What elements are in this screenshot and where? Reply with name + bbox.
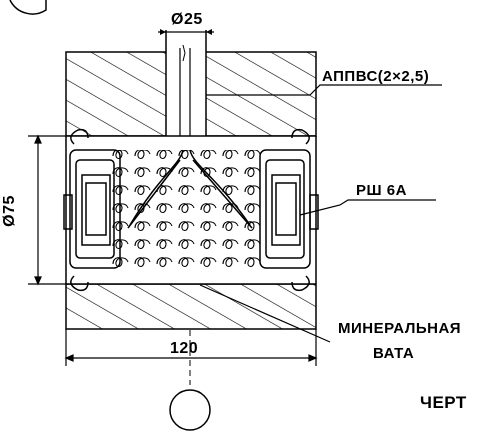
lower-wall-block bbox=[65, 283, 317, 330]
section-marker-circle bbox=[169, 389, 211, 431]
fastening-clips bbox=[70, 128, 310, 292]
sheet-label: ЧЕРТ bbox=[420, 393, 467, 412]
insulation-label-line2: ВАТА bbox=[373, 345, 415, 362]
pipe-diameter-label: Ø25 bbox=[171, 11, 203, 28]
conduit-pipe bbox=[165, 30, 207, 150]
outer-diameter-dimension bbox=[28, 134, 66, 286]
cable-label: АППВС(2×2,5) bbox=[322, 68, 430, 85]
width-label: 120 bbox=[170, 340, 199, 357]
detail-marker-circle bbox=[9, 0, 47, 15]
leader-lines bbox=[199, 84, 442, 343]
outer-diameter-label: Ø75 bbox=[0, 195, 18, 227]
pipe-diameter-dimension bbox=[158, 29, 214, 35]
cable-wires bbox=[127, 149, 253, 229]
socket-label: РШ 6А bbox=[356, 182, 407, 199]
right-socket bbox=[259, 149, 319, 269]
width-dimension bbox=[64, 329, 318, 366]
left-socket bbox=[63, 149, 121, 269]
insulation-label-line1: МИНЕРАЛЬНАЯ bbox=[338, 320, 462, 337]
